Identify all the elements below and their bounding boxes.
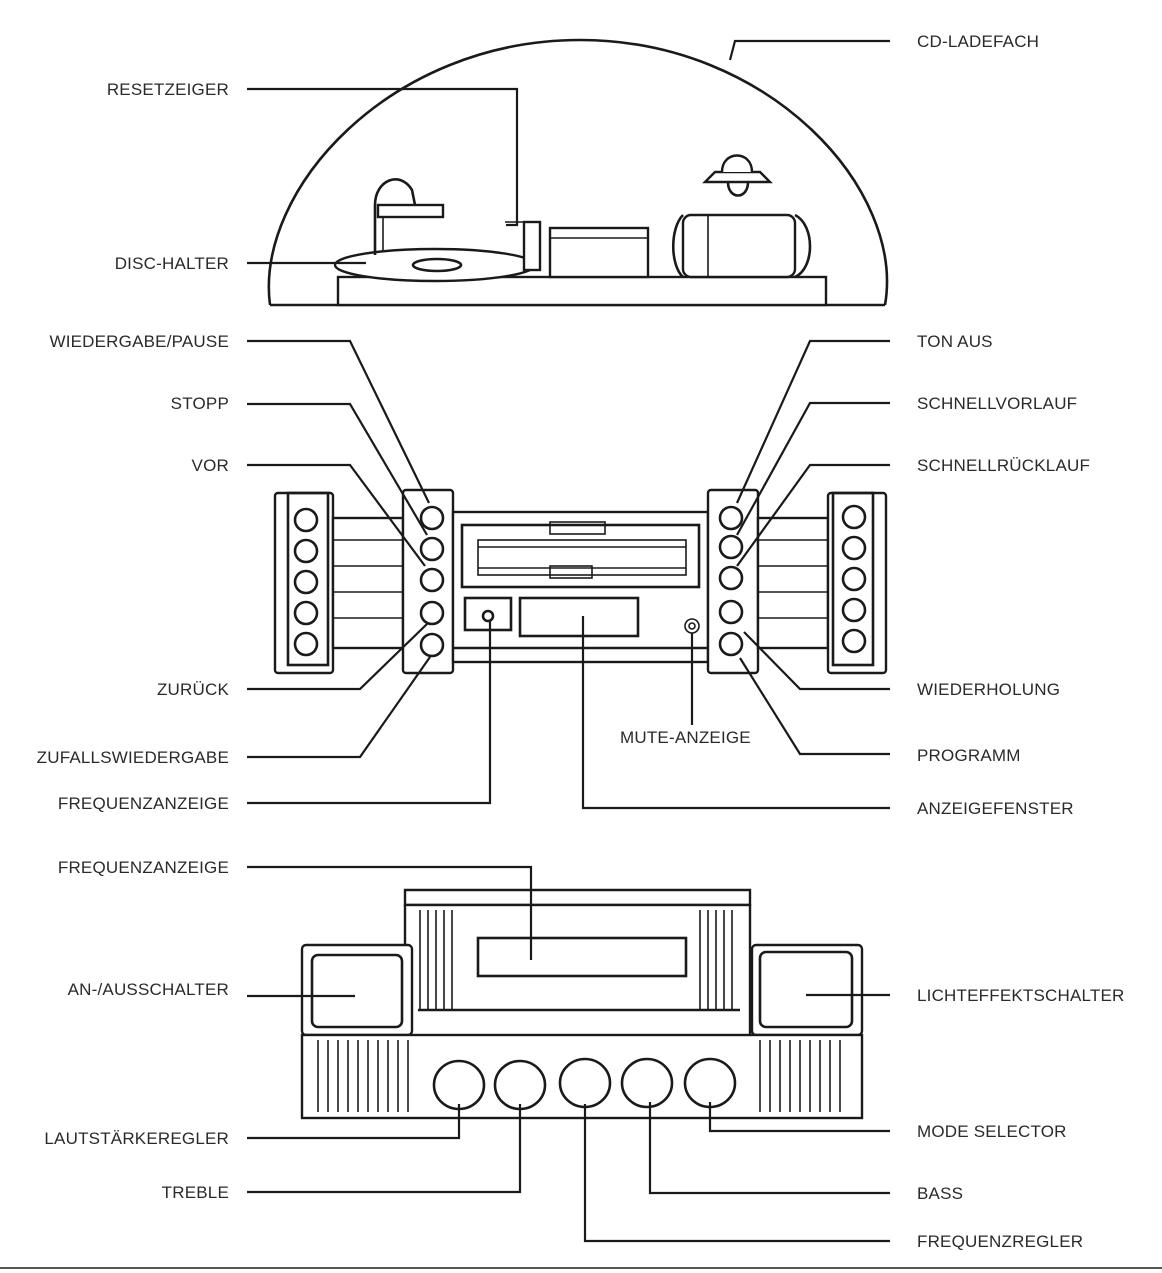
label-wiedergabe-pause: WIEDERGABE/PAUSE [49, 332, 229, 351]
label-treble: TREBLE [162, 1183, 229, 1202]
label-zurueck: ZURÜCK [157, 680, 229, 699]
label-frequenzregler: FREQUENZREGLER [917, 1232, 1083, 1251]
label-wiederholung: WIEDERHOLUNG [917, 680, 1060, 699]
label-mute-anzeige: MUTE-ANZEIGE [620, 728, 751, 747]
label-stopp: STOPP [171, 394, 229, 413]
left-control-buttons [419, 505, 445, 658]
leader-lines [247, 39, 890, 1243]
label-frequenzanzeige-1: FREQUENZANZEIGE [58, 794, 229, 813]
labels: CD-LADEFACH TON AUS SCHNELLVORLAUF SCHNE… [37, 32, 1125, 1251]
label-frequenzanzeige-2: FREQUENZANZEIGE [58, 858, 229, 877]
label-ton-aus: TON AUS [917, 332, 993, 351]
label-lichteffektschalter: LICHTEFFEKTSCHALTER [917, 986, 1125, 1005]
label-anzeigefenster: ANZEIGEFENSTER [917, 799, 1074, 818]
label-an-ausschalter: AN-/AUSSCHALTER [68, 980, 229, 999]
label-resetzeiger: RESETZEIGER [107, 80, 229, 99]
label-disc-halter: DISC-HALTER [115, 254, 229, 273]
label-lautstaerkeregler: LAUTSTÄRKEREGLER [44, 1129, 229, 1148]
label-vor: VOR [192, 456, 229, 475]
left-outer-buttons [293, 507, 319, 657]
label-mode-selector: MODE SELECTOR [917, 1122, 1067, 1141]
label-bass: BASS [917, 1184, 963, 1203]
right-control-buttons [718, 505, 744, 657]
label-zufallswiedergabe: ZUFALLSWIEDERGABE [37, 748, 229, 767]
label-programm: PROGRAMM [917, 746, 1021, 765]
cd-compartment-illustration [267, 38, 889, 307]
label-schnellruecklauf: SCHNELLRÜCKLAUF [917, 456, 1090, 475]
amplifier-illustration [300, 888, 864, 1120]
right-outer-buttons [841, 504, 867, 654]
label-schnellvorlauf: SCHNELLVORLAUF [917, 394, 1077, 413]
label-cd-ladefach: CD-LADEFACH [917, 32, 1039, 51]
disc-icon [333, 247, 537, 283]
control-panel-illustration [273, 488, 888, 675]
